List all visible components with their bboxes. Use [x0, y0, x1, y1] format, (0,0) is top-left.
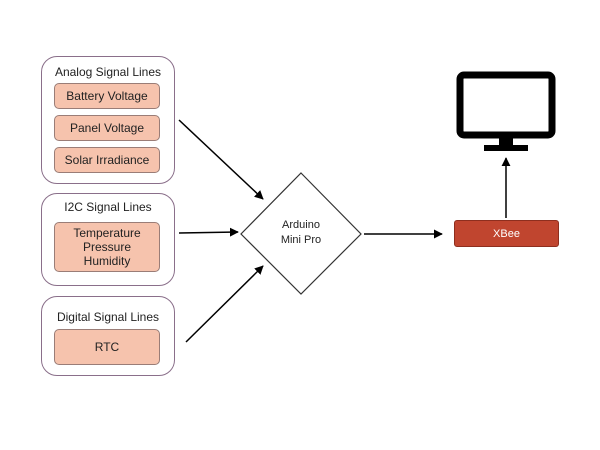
monitor-icon — [456, 71, 556, 151]
signal-panel-voltage: Panel Voltage — [54, 115, 160, 141]
arduino-label: Arduino Mini Pro — [261, 218, 341, 248]
signal-environment-sensors: Temperature Pressure Humidity — [54, 222, 160, 272]
signal-temperature: Temperature — [73, 226, 141, 240]
arrow-i2c-to-arduino — [178, 227, 239, 237]
signal-solar-irradiance: Solar Irradiance — [54, 147, 160, 173]
digital-signal-group: Digital Signal Lines RTC — [41, 296, 175, 376]
group-title: I2C Signal Lines — [64, 200, 152, 214]
group-title: Analog Signal Lines — [54, 65, 162, 79]
signal-rtc: RTC — [54, 329, 160, 365]
arrow-digital-to-arduino — [185, 265, 264, 343]
signal-battery-voltage: Battery Voltage — [54, 83, 160, 109]
arduino-label-line2: Mini Pro — [280, 234, 322, 246]
i2c-signal-group: I2C Signal Lines Temperature Pressure Hu… — [41, 193, 175, 286]
arrow-analog-to-arduino — [178, 119, 264, 200]
arduino-diamond — [240, 172, 362, 295]
arduino-label-line1: Arduino — [282, 219, 320, 231]
xbee-module: XBee — [454, 220, 559, 247]
signal-humidity: Humidity — [83, 254, 131, 268]
analog-signal-group: Analog Signal Lines Battery Voltage Pane… — [41, 56, 175, 184]
group-title: Digital Signal Lines — [56, 310, 160, 324]
signal-pressure: Pressure — [82, 240, 132, 254]
